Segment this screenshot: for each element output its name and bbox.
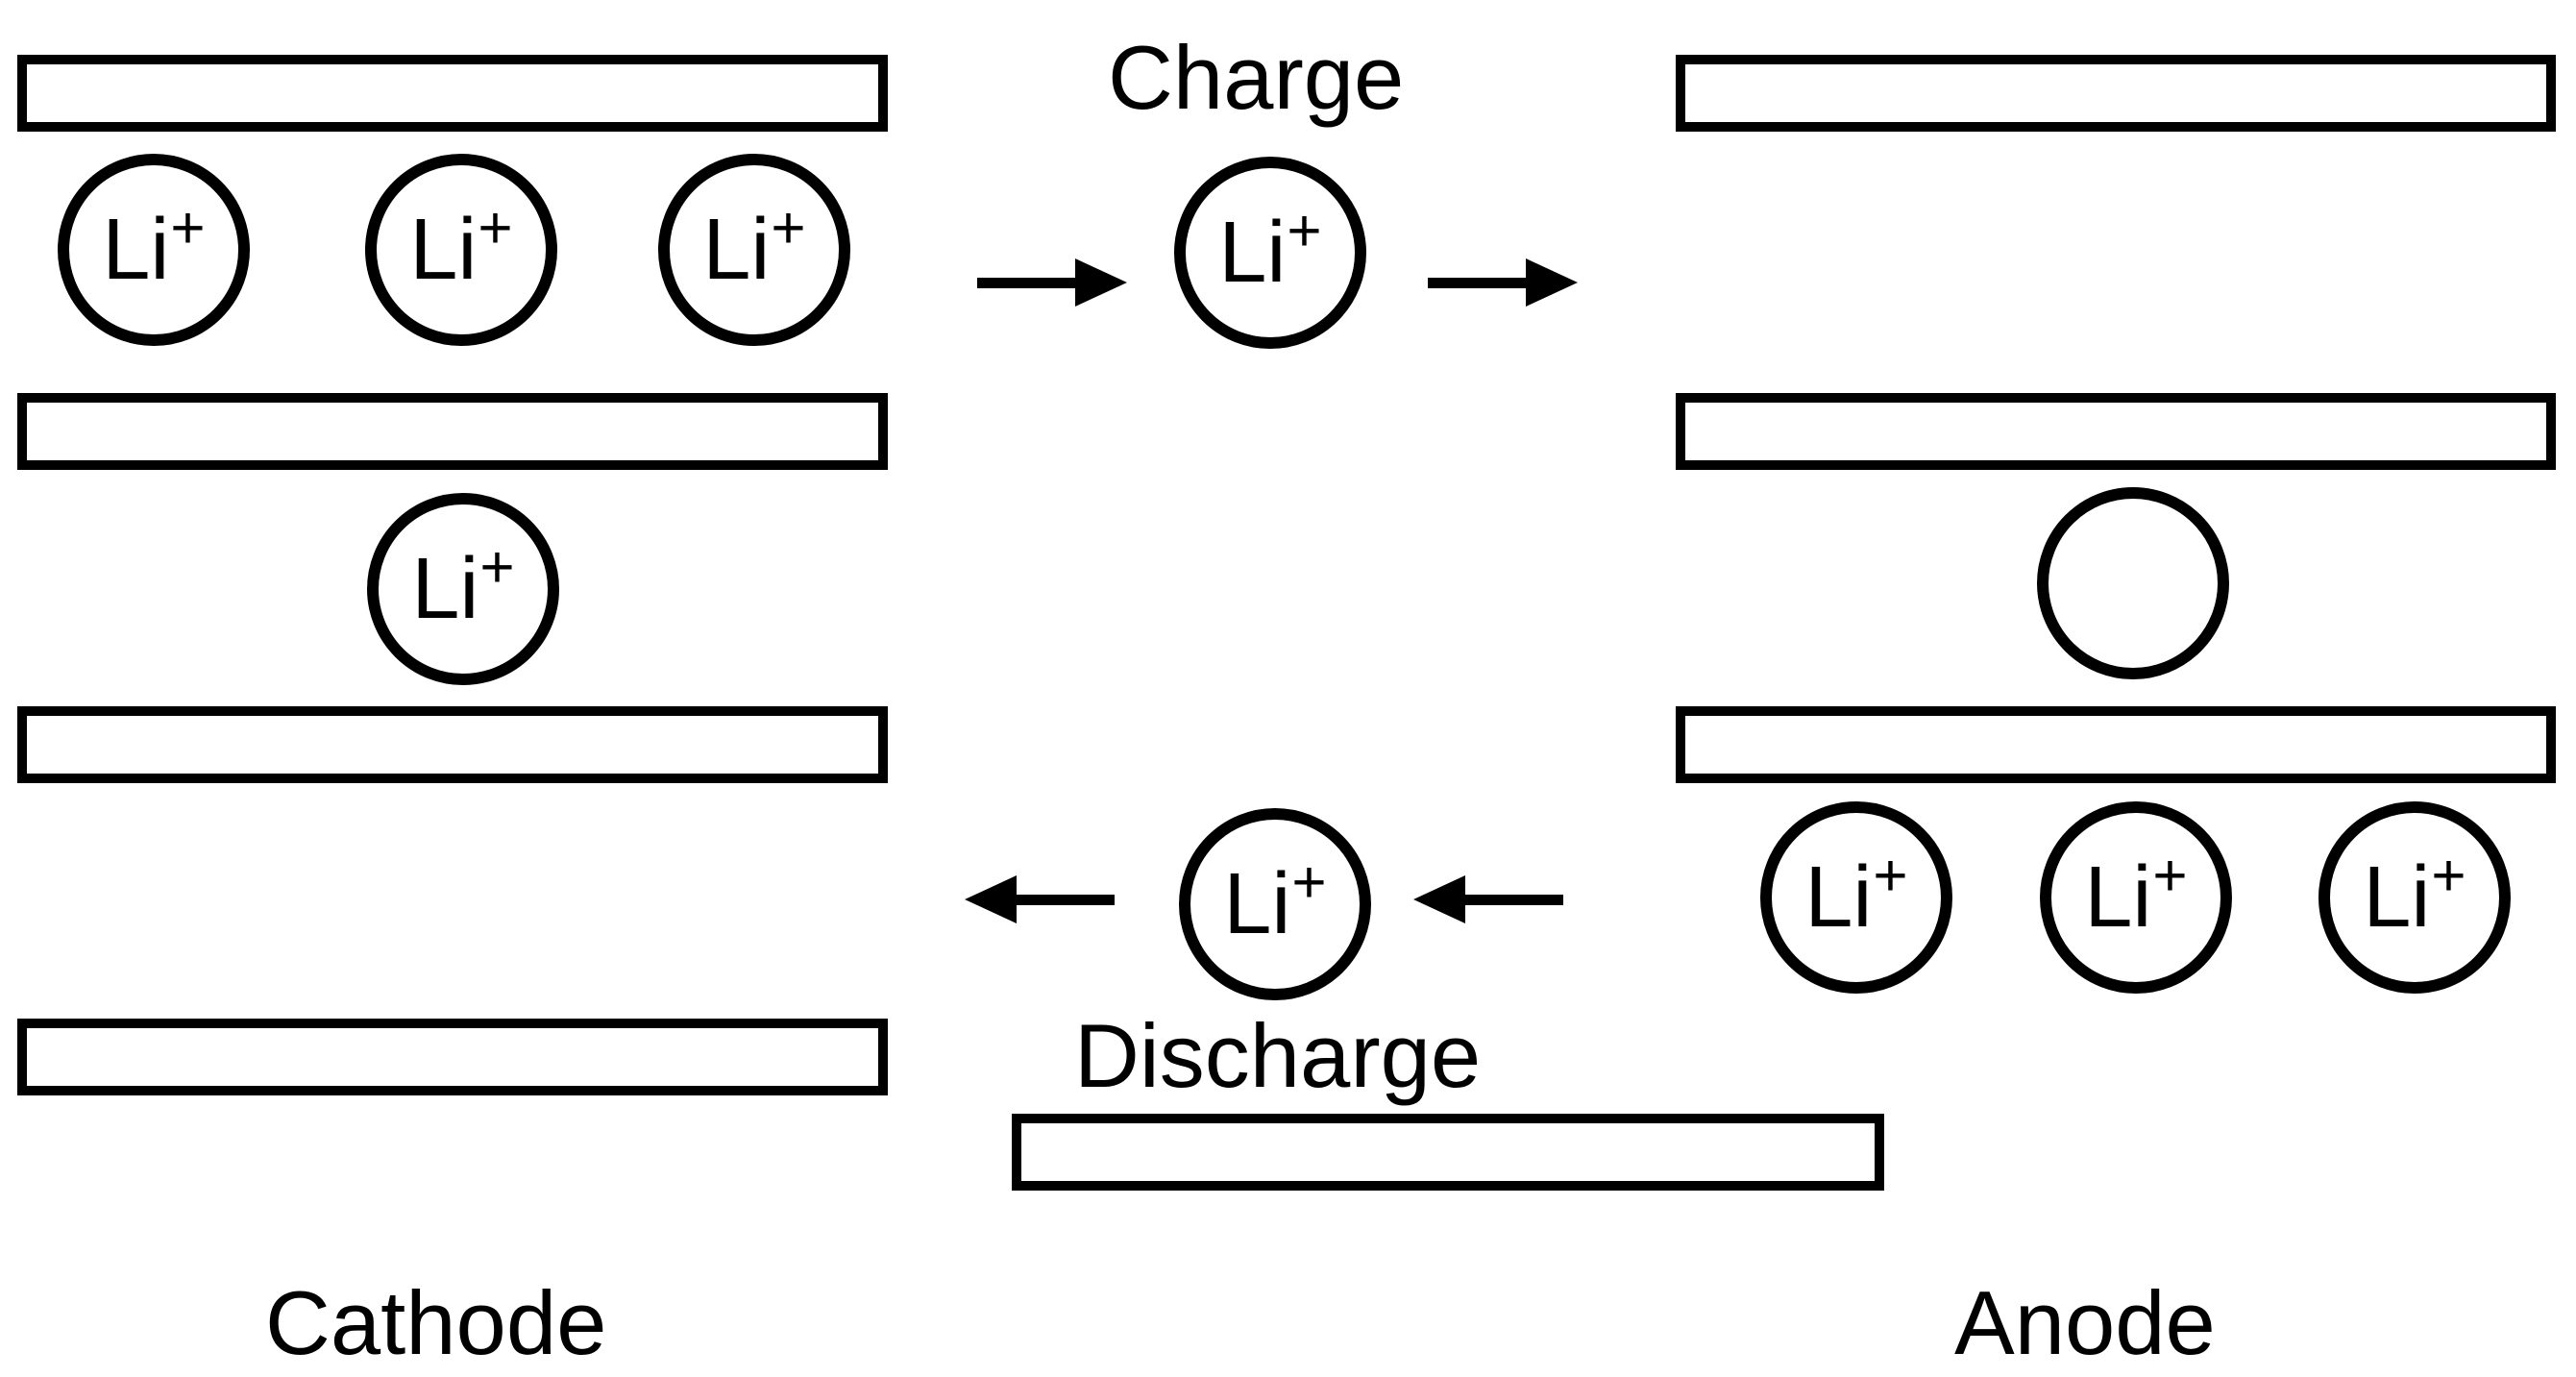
arrow-shaft [1017,894,1115,905]
discharge-label: Discharge [1074,1005,1482,1106]
ion-symbol: Li [409,202,478,298]
ion-charge: + [1287,198,1322,264]
migrating-lithium-ion-circle: Li+ [1174,157,1366,349]
lithium-ion-label: Li+ [1223,853,1326,948]
lithium-ion-label: Li+ [702,199,805,294]
lithium-ion-label: Li+ [1804,847,1907,942]
ion-charge: + [771,195,806,261]
ion-charge: + [1873,843,1908,909]
cathode-layer-bar-3 [17,706,888,783]
cathode-layer-bar-4 [17,1019,888,1095]
anode-layer-bar-2 [1676,393,2556,470]
ion-symbol: Li [102,202,170,298]
lithium-ion-circle: Li+ [1760,801,1952,994]
lithium-ion-circle: Li+ [58,154,250,346]
cathode-layer-bar-2 [17,393,888,470]
ion-charge: + [478,195,513,261]
charge-label: Charge [1108,27,1405,128]
discharge-arrow-right-icon [1413,875,1563,923]
arrow-head [965,875,1017,923]
ion-symbol: Li [1223,856,1291,952]
arrow-shaft [1428,277,1526,288]
arrow-shaft [1465,894,1563,905]
lithium-ion-label: Li+ [1218,202,1321,297]
discharge-arrow-left-icon [965,875,1115,923]
cathode-label: Cathode [265,1272,607,1373]
migrating-lithium-ion-circle: Li+ [1179,808,1371,1000]
ion-charge: + [1291,849,1327,916]
lithium-ion-circle: Li+ [365,154,557,346]
ion-symbol: Li [2084,849,2152,946]
arrow-head [1075,258,1127,307]
anode-layer-bar-1 [1676,55,2556,132]
lithium-ion-circle: Li+ [2040,801,2232,994]
ion-charge: + [2152,843,2188,909]
ion-charge: + [479,534,515,601]
lithium-ion-circle: Li+ [2318,801,2511,994]
anode-label: Anode [1954,1272,2216,1373]
arrow-head [1413,875,1465,923]
ion-symbol: Li [1218,205,1287,301]
charge-arrow-right-icon [1428,258,1578,307]
lithium-ion-label: Li+ [2084,847,2187,942]
empty-ion-site-circle [2037,487,2229,679]
charge-arrow-left-icon [977,258,1127,307]
ion-symbol: Li [2363,849,2431,946]
arrow-shaft [977,277,1075,288]
ion-symbol: Li [1804,849,1873,946]
cathode-layer-bar-1 [17,55,888,132]
ion-charge: + [170,195,206,261]
lithium-ion-label: Li+ [102,199,205,294]
lithium-ion-label: Li+ [2363,847,2466,942]
lithium-ion-circle: Li+ [367,493,559,685]
ion-charge: + [2431,843,2466,909]
lithium-ion-label: Li+ [409,199,512,294]
ion-symbol: Li [411,541,479,637]
arrow-head [1526,258,1578,307]
lithium-ion-label: Li+ [411,538,514,633]
anode-layer-bar-3 [1676,706,2556,783]
ion-symbol: Li [702,202,771,298]
middle-layer-bar [1012,1114,1884,1191]
lithium-ion-circle: Li+ [658,154,850,346]
